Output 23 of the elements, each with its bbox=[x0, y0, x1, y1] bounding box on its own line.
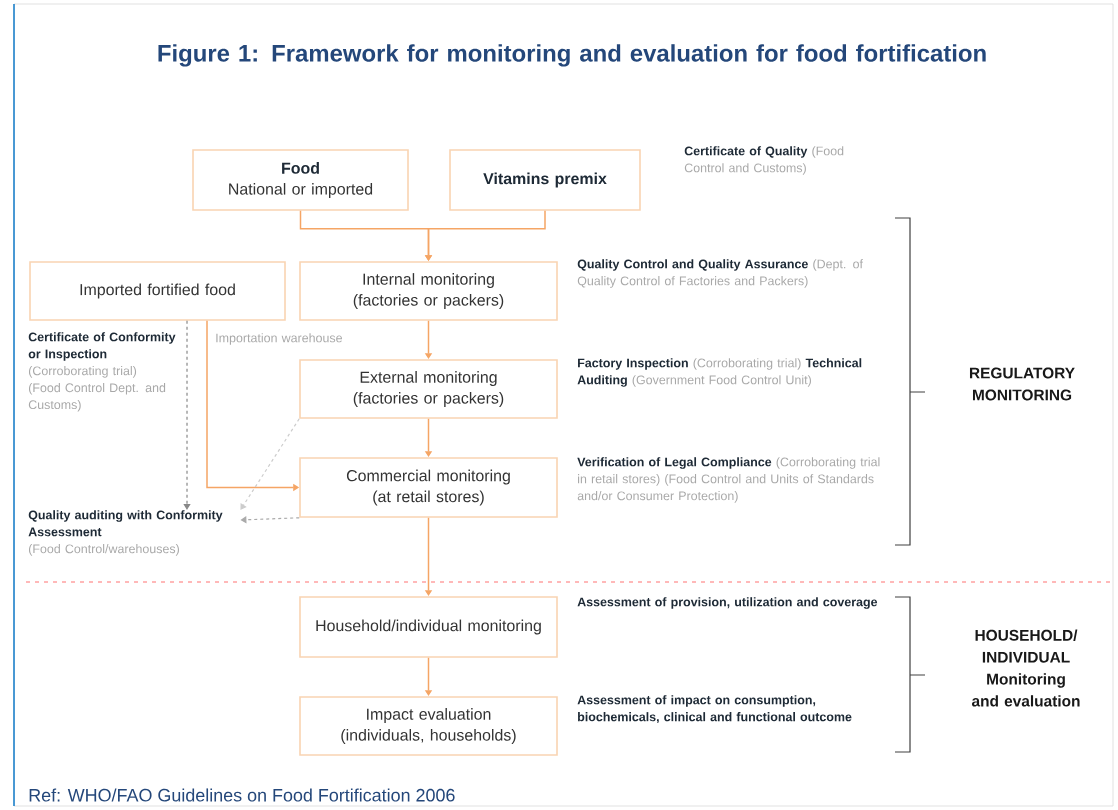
arrow bbox=[183, 320, 191, 510]
annotation-text: Certificate of Quality (Food Control and Customs) bbox=[684, 146, 844, 175]
section-label: HOUSEHOLD/ INDIVIDUAL Monitoring and evaluation bbox=[971, 629, 1080, 707]
process-box: Imported fortified food bbox=[29, 261, 286, 321]
title: Figure 1: Framework for monitoring and evaluation for food fortification bbox=[158, 44, 986, 67]
process-box: Food National or imported bbox=[192, 149, 409, 211]
process-box: External monitoring (factories or packers) bbox=[299, 359, 558, 419]
annotation-text: Factory Inspection (Corroborating trial) Technical Auditing (Government Food Control Unit) bbox=[577, 358, 862, 387]
annotation-text: Assessment of provision, utilization and coverage bbox=[577, 597, 878, 609]
process-box: Impact evaluation (individuals, households) bbox=[299, 696, 558, 756]
annotation-text: Verification of Legal Compliance (Corroborating trial in retail stores) (Food Control and Units of Standards and/or Consumer Protection) bbox=[577, 457, 880, 503]
process-box: Household/individual monitoring bbox=[299, 596, 558, 658]
process-box: Internal monitoring (factories or packers) bbox=[299, 261, 558, 321]
annotation-text: Importation warehouse bbox=[216, 333, 342, 345]
annotation-text: Assessment of impact on consumption, biochemicals, clinical and functional outcome bbox=[577, 695, 852, 724]
arrow bbox=[240, 418, 300, 510]
node-text: Quality auditing with Conformity Assessment (Food Control/warehouses) bbox=[28, 510, 223, 556]
process-box: Commercial monitoring (at retail stores) bbox=[299, 457, 558, 518]
annotation-text: Certificate of Conformity or Inspection (Corroborating trial) (Food Control Dept. and Customs) bbox=[28, 332, 176, 412]
process-box: Vitamins premix bbox=[449, 149, 641, 211]
annotation-text: Quality Control and Quality Assurance (Dept. of Quality Control of Factories and Packers) bbox=[577, 259, 863, 288]
reference-note: Ref: WHO/FAO Guidelines on Food Fortification 2006 bbox=[29, 788, 455, 802]
section-label: REGULATORY MONITORING bbox=[970, 367, 1075, 401]
